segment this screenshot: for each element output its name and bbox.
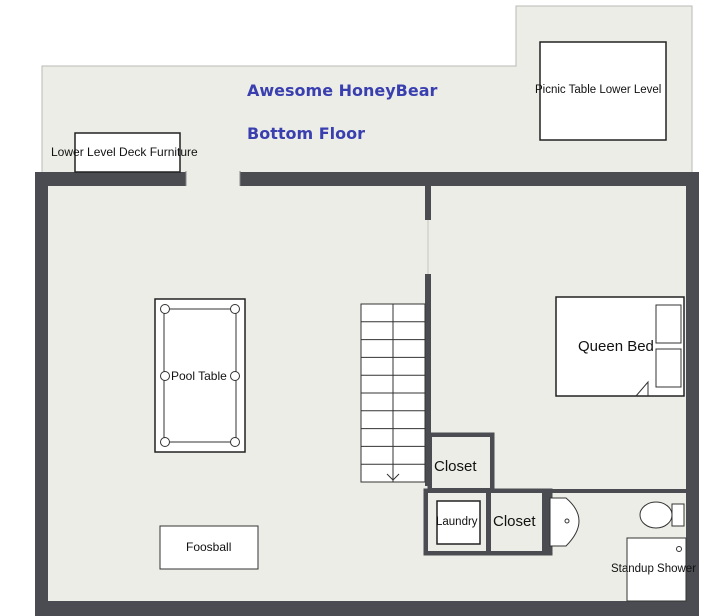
pool-table — [154, 298, 246, 453]
pool-table-label: Pool Table — [171, 369, 227, 383]
closet-upper-label: Closet — [434, 458, 477, 475]
bedroom-door-gap — [427, 220, 429, 274]
plan-title: Awesome HoneyBear — [247, 81, 438, 100]
queen-bed — [555, 296, 685, 397]
foosball-table — [159, 525, 259, 570]
deck-furniture-label: Lower Level Deck Furniture — [51, 145, 198, 159]
toilet-tank — [671, 503, 685, 527]
closet-lower-label: Closet — [493, 513, 536, 530]
sink — [549, 497, 580, 547]
plan-subtitle: Bottom Floor — [247, 124, 366, 143]
laundry-machine — [436, 500, 481, 545]
foosball-label: Foosball — [186, 540, 232, 554]
staircase — [360, 303, 426, 483]
picnic-table-label: Picnic Table Lower Level — [535, 84, 662, 96]
laundry-label: Laundry — [436, 516, 478, 528]
shower-label: Standup Shower — [611, 563, 697, 575]
deck-doorway — [186, 171, 240, 187]
bedroom-wall-lower — [425, 274, 431, 486]
toilet-bowl — [639, 501, 673, 529]
deck-furniture-box — [74, 132, 181, 173]
bedroom-wall-upper — [425, 186, 431, 220]
queen-bed-label: Queen Bed — [578, 338, 654, 355]
picnic-table-box — [539, 41, 667, 141]
